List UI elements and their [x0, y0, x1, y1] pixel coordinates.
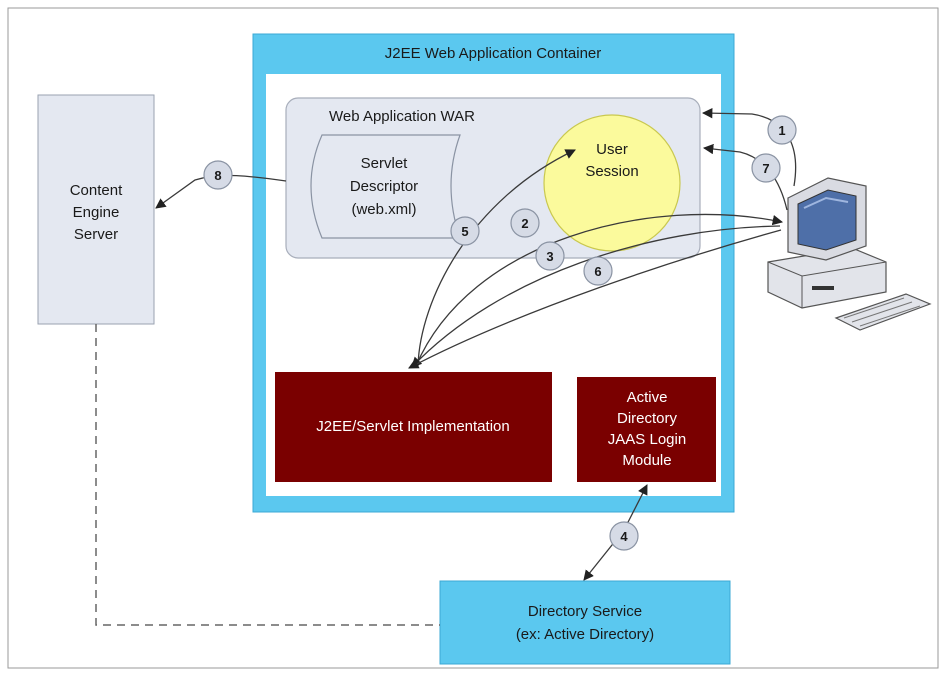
svg-text:1: 1 [778, 123, 785, 138]
content-engine-line-1: Content [70, 182, 123, 199]
step-badge-5: 5 [450, 216, 480, 246]
login-module-line-4: Module [622, 452, 671, 469]
login-module-line-2: Directory [617, 410, 678, 427]
svg-text:7: 7 [762, 161, 769, 176]
container-title: J2EE Web Application Container [385, 45, 602, 62]
war-title: Web Application WAR [329, 108, 475, 125]
descriptor-line-1: Servlet [361, 155, 409, 172]
directory-service-box [439, 580, 731, 665]
content-engine-line-2: Engine [73, 204, 120, 221]
descriptor-line-2: Descriptor [350, 178, 418, 195]
step-badge-4: 4 [609, 521, 639, 551]
step-badge-2: 2 [510, 208, 540, 238]
svg-text:2: 2 [521, 216, 528, 231]
connector-5 [417, 149, 576, 367]
svg-text:6: 6 [594, 264, 601, 279]
descriptor-line-3: (web.xml) [351, 201, 416, 218]
svg-text:4: 4 [620, 529, 628, 544]
step-badge-8: 8 [203, 160, 233, 190]
content-engine-server-box [37, 94, 155, 325]
step-badge-6: 6 [583, 256, 613, 286]
login-module-line-1: Active [627, 389, 668, 406]
connector-2 [415, 213, 784, 367]
step-badge-7: 7 [751, 153, 781, 183]
user-session-circle [543, 114, 681, 252]
content-engine-line-3: Server [74, 226, 118, 243]
servlet-implementation-label: J2EE/Servlet Implementation [316, 418, 509, 435]
svg-text:5: 5 [461, 224, 468, 239]
connector-3 [411, 225, 781, 368]
directory-service-line-2: (ex: Active Directory) [516, 626, 654, 643]
servlet-implementation-box [275, 372, 552, 482]
step-badge-1: 1 [767, 115, 797, 145]
directory-service-line-1: Directory Service [528, 603, 642, 620]
session-line-2: Session [585, 163, 638, 180]
svg-text:8: 8 [214, 168, 221, 183]
step-badge-3: 3 [535, 241, 565, 271]
session-line-1: User [596, 141, 628, 158]
login-module-line-3: JAAS Login [608, 431, 686, 448]
connector-6 [408, 229, 782, 369]
jaas-login-module-box [577, 377, 716, 482]
computer-workstation-icon [767, 177, 932, 331]
dashed-link-content-engine-directory [95, 324, 440, 626]
svg-text:3: 3 [546, 249, 553, 264]
